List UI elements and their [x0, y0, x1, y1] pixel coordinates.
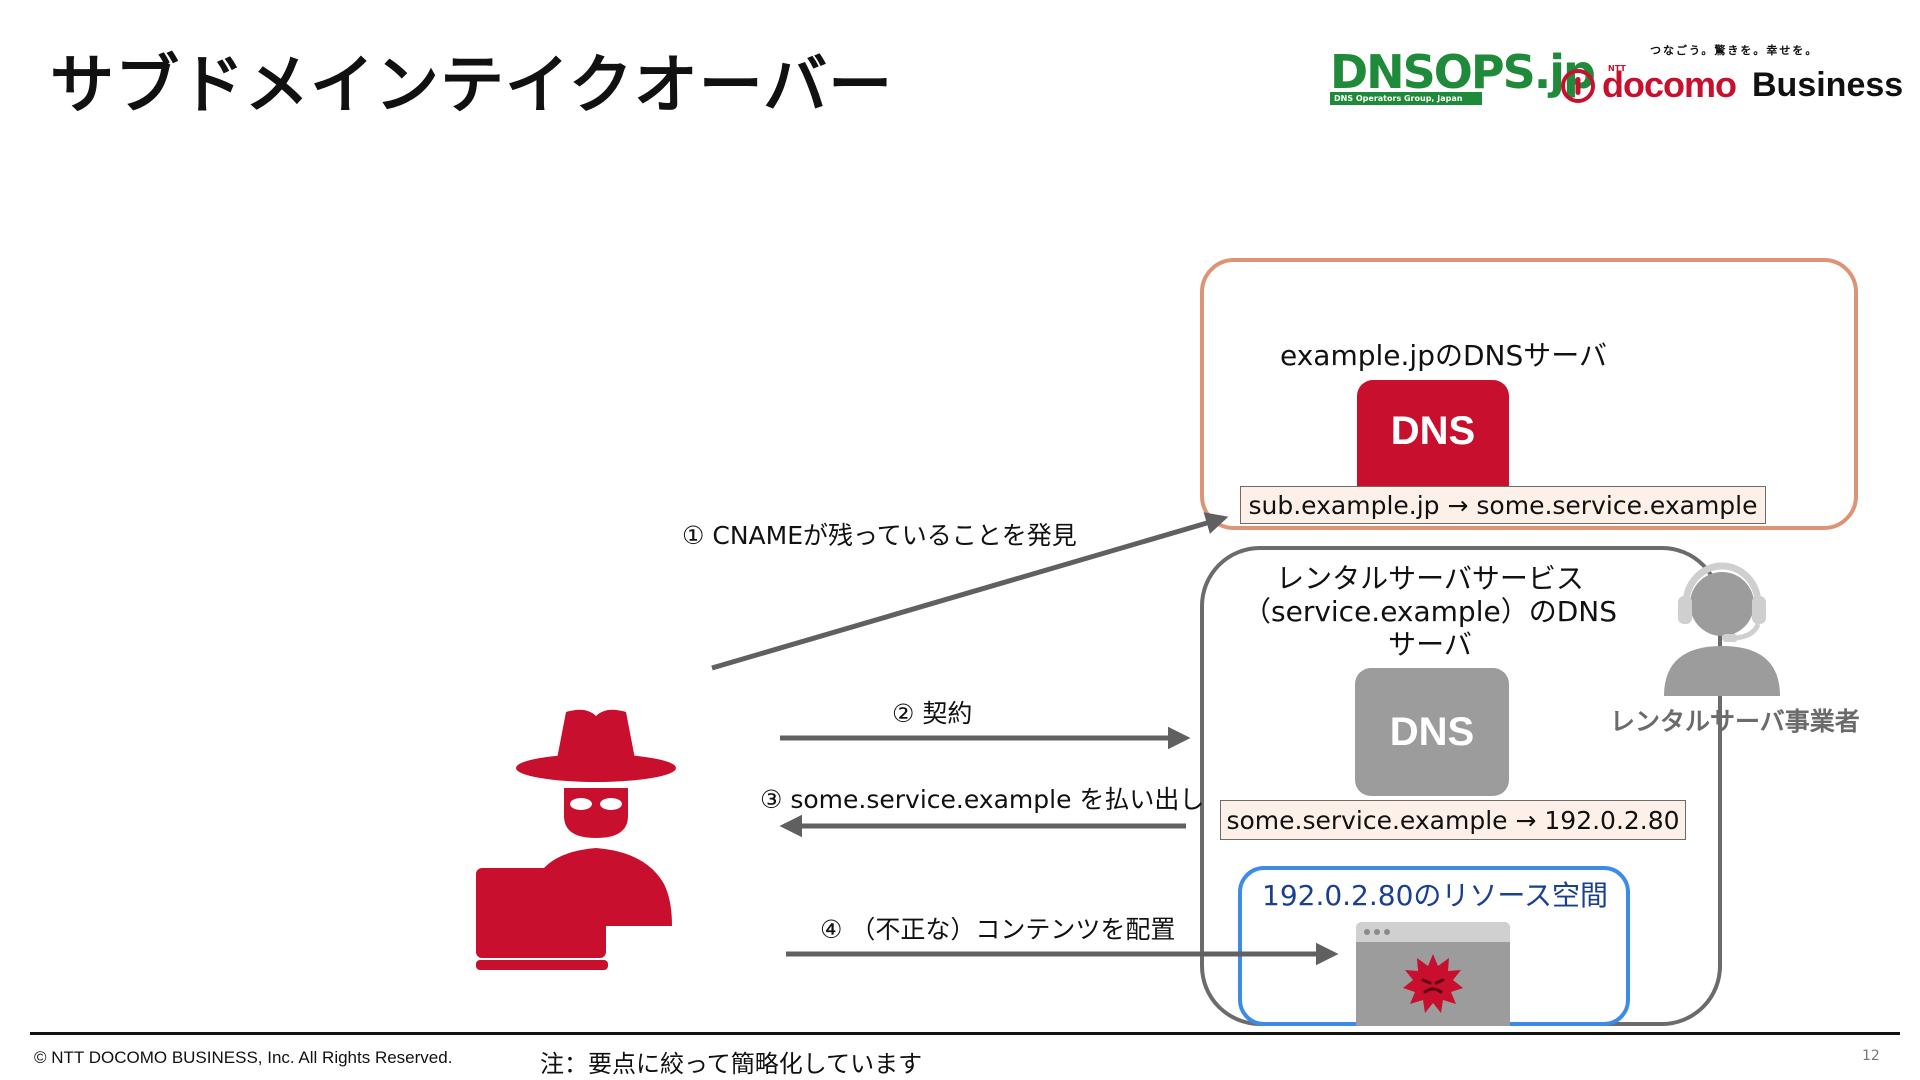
- browser-dot: [1364, 929, 1370, 935]
- page-number: 12: [1862, 1048, 1880, 1064]
- dnsops-logo-subtitle: DNS Operators Group, Japan: [1330, 92, 1482, 105]
- malware-virus-icon: [1403, 954, 1463, 1013]
- docomo-mark-icon: [1561, 69, 1595, 103]
- dnsops-logo-name: DNSOPS.jp: [1330, 45, 1596, 99]
- simplification-note: 注：要点に絞って簡略化しています: [540, 1050, 923, 1078]
- browser-dot: [1384, 929, 1390, 935]
- copyright-text: © NTT DOCOMO BUSINESS, Inc. All Rights R…: [34, 1048, 453, 1067]
- docomo-wordmark: docomo: [1602, 64, 1737, 105]
- step3-label: ③ some.service.example を払い出し: [760, 785, 1205, 814]
- rental-dns-server-icon: DNS: [1355, 668, 1509, 796]
- rental-operator-icon: [1664, 562, 1780, 696]
- docomo-ntt-mark: NTT: [1608, 64, 1626, 73]
- browser-window-icon: [1356, 922, 1510, 1026]
- browser-title-bar: [1356, 922, 1510, 942]
- step1-label: ① CNAMEが残っていることを発見: [682, 521, 1077, 550]
- footer-divider: [30, 1032, 1900, 1035]
- docomo-business-logo: つなごう。驚きを。幸せを。 NTT docomo Business: [1560, 42, 1904, 112]
- rental-dns-server-label: レンタルサーバサービス（service.example）のDNSサーバ: [1243, 562, 1617, 661]
- browser-dot: [1374, 929, 1380, 935]
- rental-operator-label: レンタルサーバ事業者: [1610, 707, 1860, 736]
- attacker-icon: [476, 709, 676, 970]
- step4-label: ④ （不正な）コンテンツを配置: [820, 915, 1176, 944]
- dnsops-logo: DNSOPS.jp DNS Operators Group, Japan: [1330, 48, 1596, 105]
- resource-space-label: 192.0.2.80のリソース空間: [1262, 879, 1609, 912]
- cname-record: sub.example.jp → some.service.example: [1240, 486, 1766, 524]
- docomo-tagline: つなごう。驚きを。幸せを。: [1650, 44, 1819, 57]
- a-record: some.service.example → 192.0.2.80: [1220, 800, 1686, 840]
- slide-title: サブドメインテイクオーバー: [50, 49, 894, 123]
- step2-label: ② 契約: [892, 699, 973, 728]
- example-dns-server-label: example.jpのDNSサーバ: [1280, 339, 1607, 372]
- example-dns-server-box: [1200, 258, 1858, 530]
- docomo-business-wordmark: Business: [1752, 66, 1904, 104]
- dns-server-icon: DNS: [1357, 380, 1509, 488]
